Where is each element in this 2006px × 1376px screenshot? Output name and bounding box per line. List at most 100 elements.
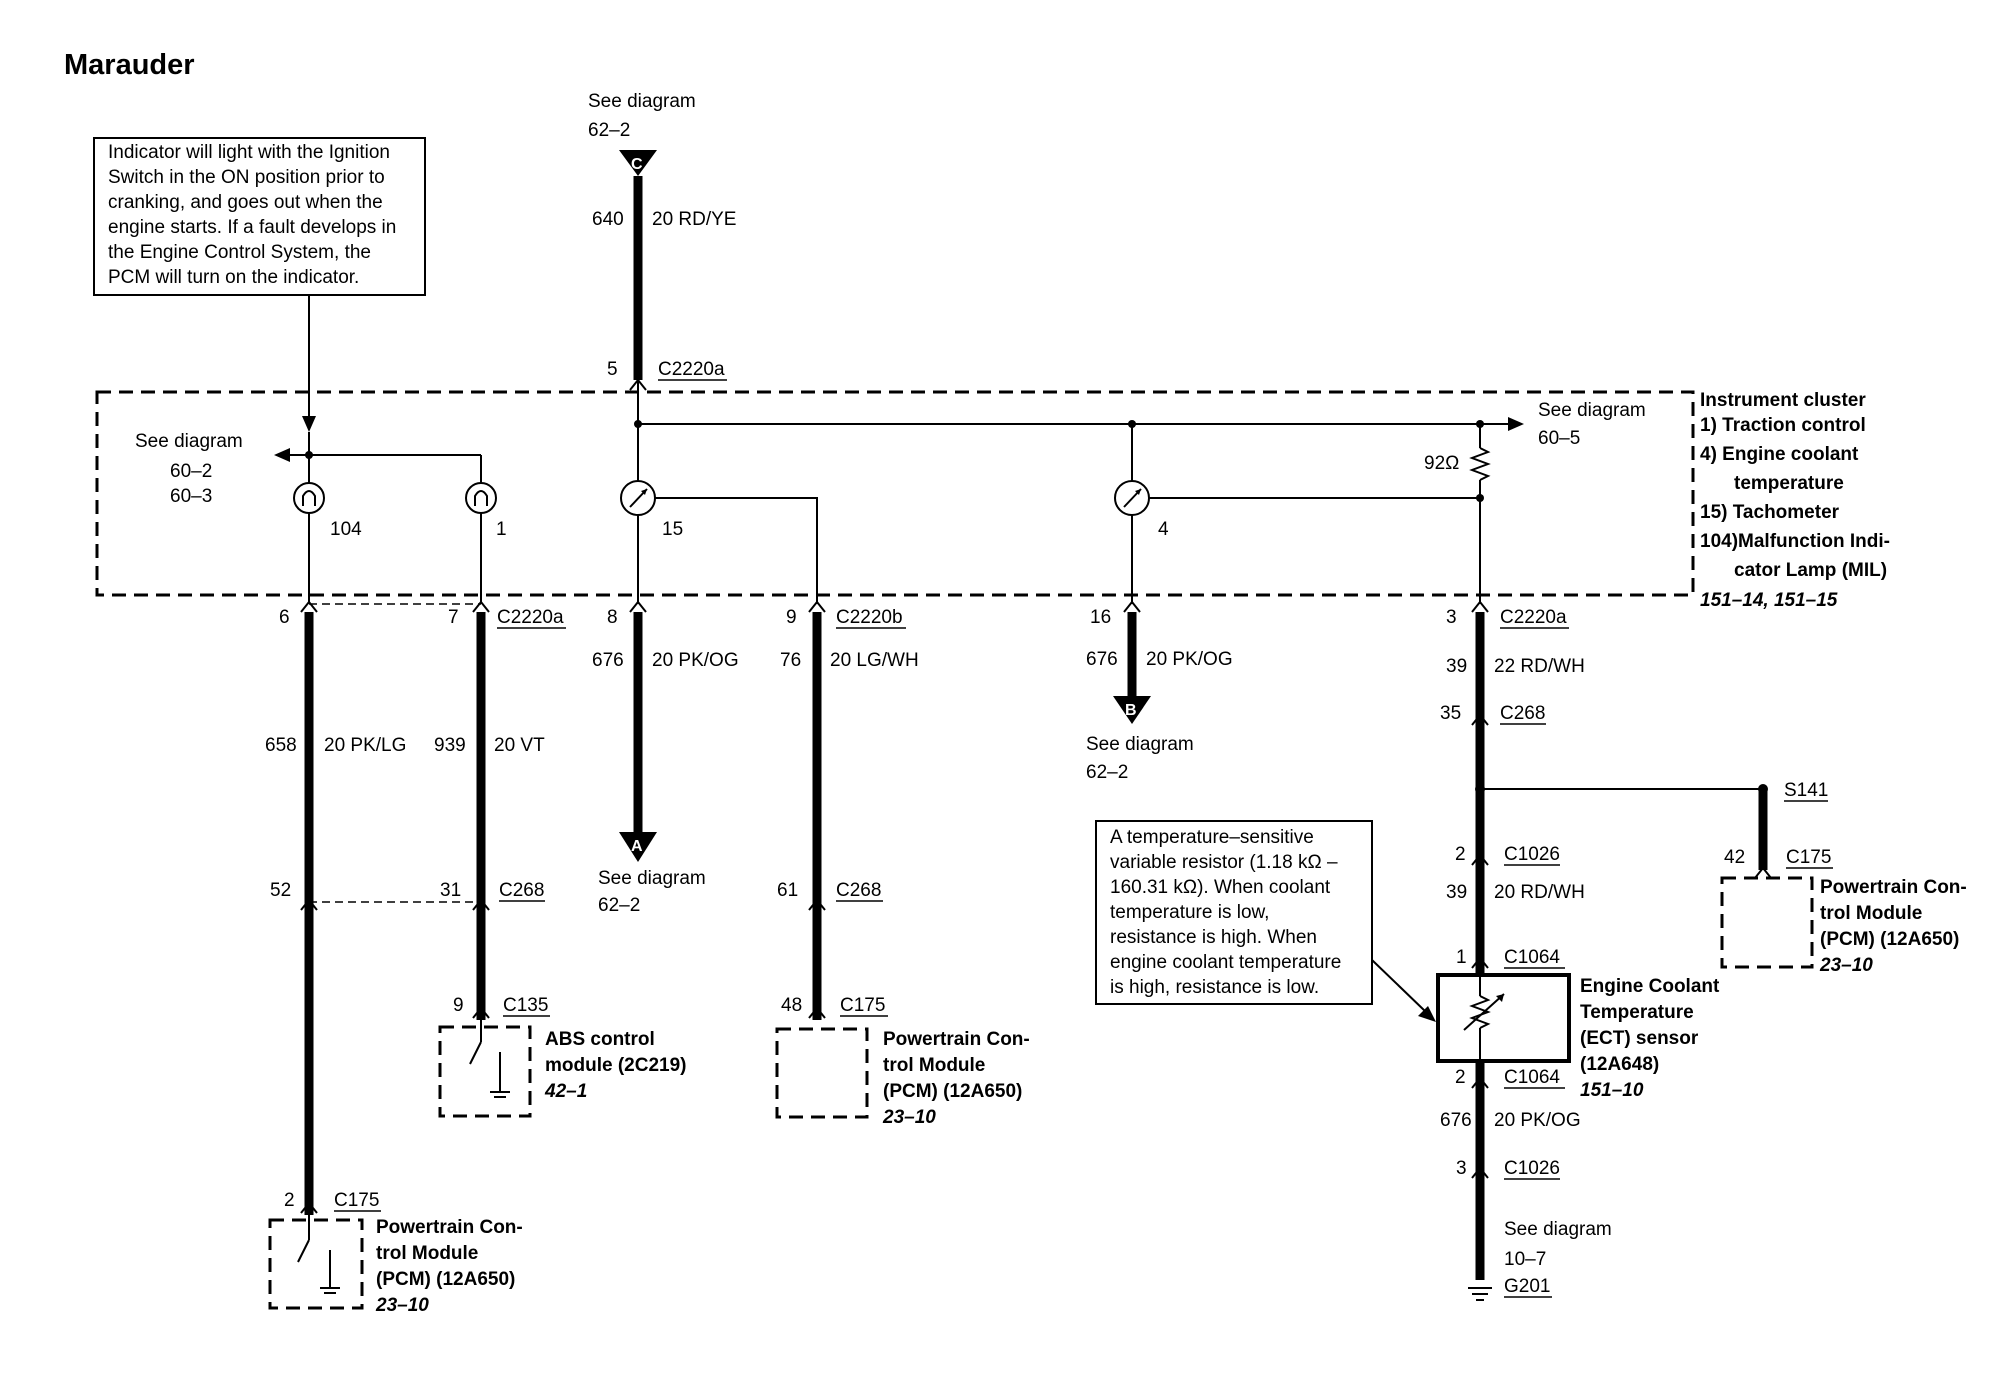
abs-line: ABS control	[545, 1029, 655, 1050]
connector-c175-mid: C175	[840, 995, 885, 1016]
tachometer-gauge-icon	[620, 480, 656, 516]
ect-note: A temperature–sensitive variable resisto…	[1095, 820, 1373, 1005]
connector-chevron	[808, 898, 826, 911]
pin-52: 52	[270, 880, 291, 901]
see-diagram-right-ref: 60–5	[1538, 428, 1580, 449]
connector-c2220a-right: C2220a	[1500, 607, 1567, 628]
see-diagram-b-ref: 62–2	[1086, 762, 1128, 783]
mil-id: 104	[330, 519, 362, 540]
connector-c135: C135	[503, 995, 548, 1016]
pcm-mid-module	[775, 1027, 869, 1119]
see-diagram-ground-ref: 10–7	[1504, 1249, 1546, 1270]
splice-dot	[1476, 494, 1484, 502]
connector-chevron	[300, 898, 318, 911]
connector-c268-left: C268	[499, 880, 544, 901]
connector-chevron	[1471, 956, 1489, 969]
switch-to-ground-icon	[469, 1020, 510, 1098]
note-line: is high, resistance is low.	[1110, 977, 1319, 998]
ect-line: (ECT) sensor	[1580, 1028, 1699, 1049]
circuit-39: 39	[1446, 882, 1467, 903]
resistor-value: 92Ω	[1424, 453, 1459, 474]
circuit-676: 676	[1086, 649, 1118, 670]
ground-g201: G201	[1504, 1276, 1550, 1297]
pin-2-c1026: 2	[1455, 844, 1466, 865]
pin-8: 8	[607, 607, 618, 628]
ect-line: (12A648)	[1580, 1054, 1659, 1075]
ect-ref: 151–10	[1580, 1080, 1644, 1101]
connector-chevron	[1754, 866, 1772, 879]
see-diagram-top-label: See diagram	[588, 91, 696, 112]
ect-line: Temperature	[1580, 1002, 1694, 1023]
pin-2-c1064: 2	[1455, 1067, 1466, 1088]
cluster-name: Instrument cluster	[1700, 390, 1866, 411]
wire-color-676: 20 PK/OG	[1146, 649, 1233, 670]
see-diagram-ground-label: See diagram	[1504, 1219, 1612, 1240]
abs-line: module (2C219)	[545, 1055, 686, 1076]
wire-color-676: 20 PK/OG	[652, 650, 739, 671]
pin-42: 42	[1724, 847, 1745, 868]
circuit-676: 676	[592, 650, 624, 671]
connector-c-letter: C	[631, 156, 643, 173]
pcm-right-line: Powertrain Con-	[1820, 877, 1967, 898]
pin-9: 9	[786, 607, 797, 628]
connector-c2220b: C2220b	[836, 607, 903, 628]
wire-color-939: 20 VT	[494, 735, 545, 756]
pin-7: 7	[448, 607, 459, 628]
pcm-right-module	[1720, 876, 1814, 969]
pcm-mid-ref: 23–10	[882, 1107, 936, 1128]
note-line: A temperature–sensitive	[1110, 827, 1314, 848]
note-line: PCM will turn on the indicator.	[108, 267, 359, 288]
note-line: Switch in the ON position prior to	[108, 167, 385, 188]
connector-a-letter: A	[631, 838, 643, 855]
note-line: resistance is high. When	[1110, 927, 1317, 948]
cluster-legend-line: 4) Engine coolant	[1700, 444, 1859, 465]
indicator-bus-arrowhead	[274, 448, 290, 462]
tach-signal-line	[655, 497, 818, 604]
connector-chevron	[1471, 853, 1489, 866]
traction-control-lamp-icon	[465, 482, 497, 514]
pin-5: 5	[607, 359, 618, 380]
wire-color-39: 20 RD/WH	[1494, 882, 1585, 903]
connector-c268-mid: C268	[836, 880, 881, 901]
connector-b-letter: B	[1125, 702, 1137, 719]
note-line: engine starts. If a fault develops in	[108, 217, 396, 238]
bus-arrowhead	[1508, 417, 1524, 431]
tc-id: 1	[496, 519, 507, 540]
connector-chevron	[808, 1006, 826, 1019]
temp-id: 4	[1158, 519, 1169, 540]
switch-to-ground-icon	[297, 1215, 340, 1294]
pcm-right-ref: 23–10	[1819, 955, 1873, 976]
see-diagram-a-ref: 62–2	[598, 895, 640, 916]
pin-3: 3	[1446, 607, 1457, 628]
ground-icon	[1468, 1287, 1492, 1301]
indicator-note: Indicator will light with the Ignition S…	[93, 137, 426, 296]
ect-sensor	[1436, 973, 1571, 1063]
circuit-76: 76	[780, 650, 801, 671]
pin-48: 48	[781, 995, 802, 1016]
connector-c175-left: C175	[334, 1190, 379, 1211]
see-diagram-left-ref: 60–2	[170, 461, 212, 482]
cluster-legend-line: temperature	[1734, 473, 1844, 494]
cluster-ref: 151–14, 151–15	[1700, 590, 1838, 611]
connector-c175-right: C175	[1786, 847, 1831, 868]
see-diagram-left-ref: 60–3	[170, 486, 212, 507]
connector-b-arrow	[1113, 696, 1151, 724]
pcm-mid-line: Powertrain Con-	[883, 1029, 1030, 1050]
connector-c1026-upper: C1026	[1504, 844, 1560, 865]
note-line: the Engine Control System, the	[108, 242, 371, 263]
see-diagram-b-label: See diagram	[1086, 734, 1194, 755]
pin-2: 2	[284, 1190, 295, 1211]
connector-c2220a-left: C2220a	[497, 607, 564, 628]
note-line: variable resistor (1.18 kΩ –	[1110, 852, 1338, 873]
pcm-mid-line: (PCM) (12A650)	[883, 1081, 1022, 1102]
pin-9-c135: 9	[453, 995, 464, 1016]
wire-color-640: 20 RD/YE	[652, 209, 736, 230]
mil-lamp-icon	[293, 482, 325, 514]
connector-a-arrow	[619, 832, 657, 862]
cluster-legend-line: 15) Tachometer	[1700, 502, 1840, 523]
ect-note-pointer	[1371, 959, 1427, 1013]
abs-module	[438, 1025, 532, 1118]
pin-6: 6	[279, 607, 290, 628]
connector-chevron	[1471, 1076, 1489, 1089]
pin-16: 16	[1090, 607, 1111, 628]
